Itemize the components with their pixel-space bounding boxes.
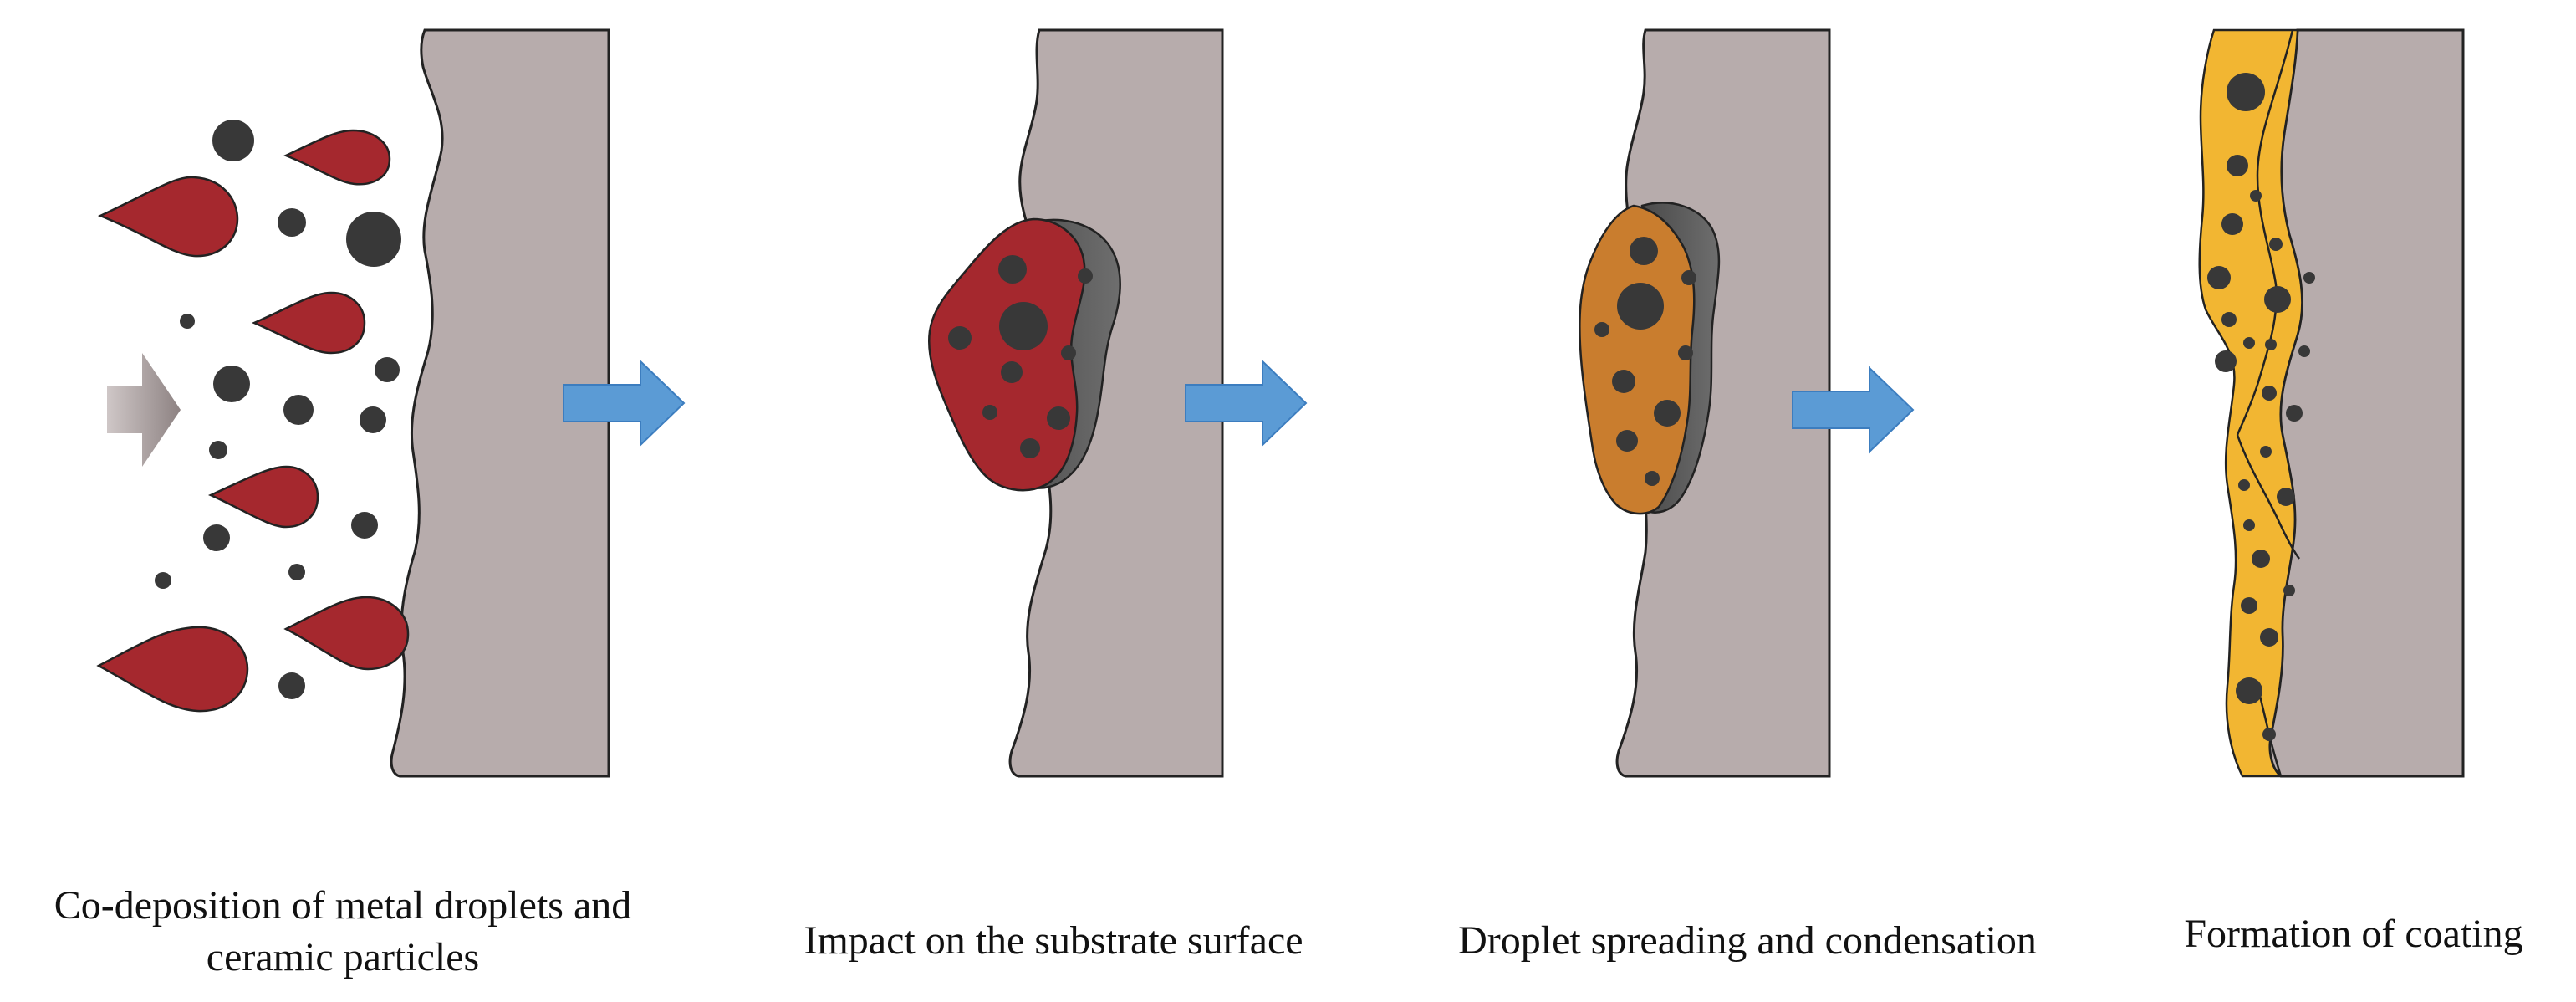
metal-droplet [251, 291, 366, 355]
ceramic-particle [1001, 361, 1023, 383]
process-arrow-2 [1185, 359, 1308, 447]
ceramic-particle [209, 441, 227, 459]
ceramic-particle [2262, 728, 2276, 741]
ceramic-particle [360, 406, 386, 433]
ceramic-particle [1078, 268, 1093, 284]
ceramic-particle [351, 512, 378, 539]
ceramic-particle [948, 326, 972, 350]
ceramic-particle [1681, 270, 1696, 285]
stage-3-spreading [1579, 28, 1831, 778]
ceramic-particle [2252, 550, 2270, 568]
ceramic-particle [1645, 471, 1660, 486]
ceramic-particle [2227, 73, 2265, 111]
ceramic-particle [2260, 628, 2278, 647]
ceramic-particle [2298, 345, 2310, 357]
substrate-block [2268, 28, 2465, 778]
metal-droplet [97, 176, 239, 258]
ceramic-particle [2243, 519, 2255, 531]
ceramic-particle [2241, 597, 2257, 614]
metal-droplet [207, 465, 319, 529]
ceramic-particle [212, 120, 254, 161]
ceramic-particle [1617, 283, 1664, 330]
ceramic-particle [1678, 345, 1693, 360]
ceramic-particle [2227, 155, 2248, 176]
ceramic-particle [2262, 386, 2277, 401]
ceramic-particle [2277, 488, 2295, 506]
spread-droplet [1579, 204, 1696, 515]
spray-direction-arrow [107, 353, 181, 467]
stage-4-coating [2198, 28, 2465, 778]
ceramic-particle [1616, 430, 1638, 452]
ceramic-particle [283, 395, 314, 425]
ceramic-particle [155, 572, 171, 589]
ceramic-particle [2286, 405, 2303, 422]
stage-2-impact [928, 28, 1224, 778]
substrate-block [390, 28, 610, 778]
stage-1-caption: Co-deposition of metal droplets and cera… [8, 880, 677, 984]
process-arrow-1 [563, 359, 686, 447]
ceramic-particle [203, 524, 230, 551]
ceramic-particle [998, 255, 1027, 284]
stage-1-caption-line-2: ceramic particles [206, 935, 480, 979]
ceramic-particle [1630, 237, 1658, 265]
stage-2-caption: Impact on the substrate surface [803, 918, 1303, 963]
stage-4-caption: Formation of coating [2184, 912, 2523, 956]
stage-1-codeposition [96, 28, 610, 778]
ceramic-particle [982, 405, 997, 420]
ceramic-particle [2236, 677, 2262, 704]
metal-droplet [283, 596, 410, 671]
ceramic-particle [2221, 312, 2237, 327]
ceramic-particle [2269, 238, 2283, 251]
ceramic-particle [278, 672, 305, 699]
ceramic-particle [1020, 438, 1040, 458]
ceramic-particle [375, 357, 400, 382]
splat-boundary [2236, 434, 2301, 560]
stage-1-caption-line-1: Co-deposition of metal droplets and [54, 883, 632, 928]
ceramic-particle [2238, 479, 2250, 491]
ceramic-particle [2260, 446, 2272, 458]
ceramic-particle [2243, 337, 2255, 349]
ceramic-particle [1594, 322, 1609, 337]
flattened-metal-droplet [928, 217, 1086, 492]
ceramic-particle [278, 208, 306, 237]
ceramic-particle [1612, 370, 1635, 393]
metal-droplet [96, 626, 249, 713]
ceramic-particle [1047, 406, 1070, 430]
ceramic-particle [288, 564, 305, 580]
ceramic-particle [2207, 266, 2231, 289]
ceramic-particle [2265, 339, 2277, 350]
ceramic-particle [2303, 272, 2315, 284]
ceramic-particle [1061, 345, 1076, 360]
ceramic-particle [2264, 286, 2291, 313]
ceramic-particle [2250, 190, 2262, 202]
ceramic-particle [2221, 213, 2243, 235]
ceramic-particle [213, 366, 250, 402]
process-arrow-3 [1792, 366, 1915, 454]
ceramic-particle [1654, 400, 1681, 427]
ceramic-particle [2215, 350, 2237, 372]
splat-boundary [2236, 29, 2294, 436]
ceramic-particle [2283, 585, 2295, 596]
ceramic-particle [346, 212, 401, 267]
ceramic-particle [999, 302, 1048, 350]
stage-3-caption: Droplet spreading and condensation [1458, 918, 2037, 963]
ceramic-particle [180, 314, 195, 329]
metal-droplet [283, 129, 391, 186]
